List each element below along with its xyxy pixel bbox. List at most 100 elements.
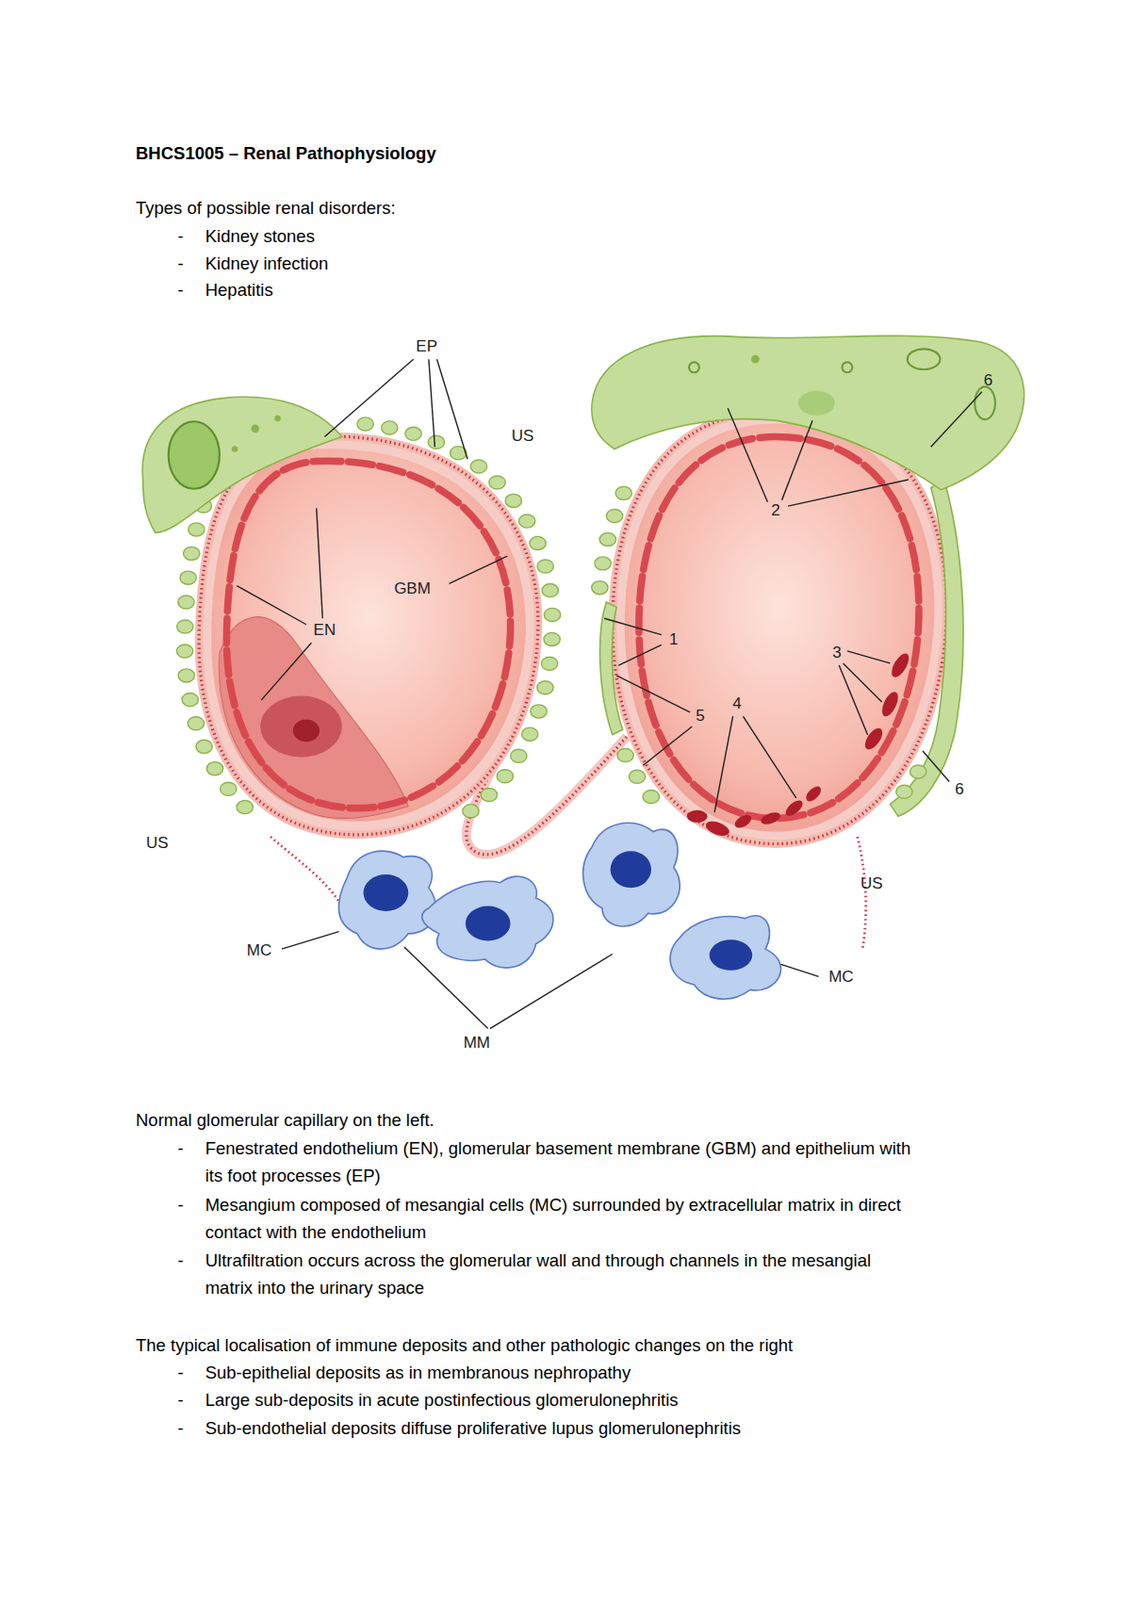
foot-process (628, 770, 645, 784)
endothelial-nucleus (260, 696, 343, 758)
podocyte (142, 396, 343, 533)
foot-process (540, 656, 558, 671)
foot-process (381, 421, 398, 435)
leader-line (780, 964, 819, 977)
leader-line (642, 726, 692, 766)
endothelial-cell (218, 617, 409, 820)
bullet-dash: - (177, 222, 183, 250)
foot-process (537, 559, 554, 574)
part-label: GBM (393, 579, 431, 599)
fenestrated-endothelium (639, 436, 919, 819)
callout-number: 1 (669, 630, 678, 650)
gbm-stipple (857, 836, 867, 950)
leader-line (404, 947, 489, 1030)
foot-process (206, 762, 223, 776)
leader-line (847, 651, 890, 664)
leader-line (838, 665, 868, 736)
foot-process (530, 704, 547, 719)
leader-line (437, 359, 468, 459)
mesangial-cell (422, 876, 554, 968)
foot-process (188, 523, 205, 537)
leader-line (449, 556, 509, 584)
foot-process (489, 475, 506, 490)
deposit (783, 798, 806, 820)
podocyte-nucleus (168, 421, 220, 489)
leader-line (843, 663, 883, 703)
part-label: EN (313, 621, 337, 640)
deposit (879, 689, 902, 720)
organelle (688, 361, 700, 373)
fenestrated-endothelium (226, 460, 510, 808)
foot-process (480, 787, 497, 802)
deposit (888, 651, 913, 681)
deposit (759, 810, 783, 828)
foot-process (220, 782, 237, 796)
nucleolus (293, 719, 320, 742)
organelle (974, 386, 996, 420)
list-item: Kidney infection (205, 249, 329, 278)
effaced-foot-process (600, 602, 623, 736)
list-item: Large sub-deposits in acute postinfectio… (205, 1386, 679, 1414)
leader-line (281, 932, 340, 950)
foot-process (427, 435, 444, 449)
foot-process (541, 584, 558, 598)
leader-line (727, 408, 768, 503)
organelle (798, 391, 836, 416)
foot-process (909, 765, 926, 779)
bullet-dash: - (177, 1246, 183, 1275)
bullet-dash: - (177, 1414, 183, 1443)
foot-process (615, 486, 632, 500)
mesangial-cell (583, 822, 681, 927)
mesangial-nucleus (709, 939, 753, 970)
leader-line (616, 675, 690, 713)
foot-process (529, 536, 546, 550)
foot-process (599, 532, 616, 546)
bullet-dash: - (177, 1359, 183, 1387)
mesangial-cell (338, 851, 436, 950)
part-label: US (511, 426, 535, 446)
bullet-dash: - (177, 1134, 183, 1163)
leader-line (782, 420, 813, 500)
foot-process (180, 571, 197, 585)
foot-process (522, 727, 539, 741)
capillary-lumen (211, 448, 526, 822)
foot-process (543, 632, 560, 646)
leader-line (324, 359, 413, 437)
foot-process (196, 739, 213, 754)
foot-process (617, 748, 634, 762)
foot-process (537, 681, 554, 695)
foot-process (236, 801, 253, 815)
part-label: US (146, 834, 169, 853)
leader-line (714, 716, 733, 813)
bullet-dash: - (177, 276, 183, 304)
foot-process (591, 581, 608, 595)
leader-line (428, 359, 435, 447)
effaced-foot-process (889, 479, 964, 817)
deposit (704, 819, 732, 839)
list-item: Mesangium composed of mesangial cells (M… (205, 1191, 915, 1246)
foot-process-track (184, 422, 553, 850)
organelle (250, 424, 260, 433)
foot-process (642, 789, 659, 804)
foot-process (519, 514, 536, 528)
organelle (231, 445, 238, 452)
deposit (687, 810, 708, 823)
foot-process (187, 717, 204, 731)
foot-process (496, 770, 513, 784)
foot-process (505, 493, 522, 508)
part-label: MC (246, 941, 272, 961)
part-label: EP (415, 337, 438, 357)
part-label: MC (828, 967, 853, 987)
callout-number: 2 (770, 501, 780, 521)
foot-process (594, 557, 611, 571)
list-item: Kidney stones (205, 222, 315, 250)
leader-line (316, 508, 323, 619)
foot-process (357, 417, 374, 431)
leader-line (490, 954, 613, 1030)
foot-process (181, 693, 198, 707)
foot-process (405, 426, 422, 441)
part-label: US (860, 874, 884, 894)
gbm-stipple (270, 836, 347, 919)
foot-process (177, 620, 194, 634)
